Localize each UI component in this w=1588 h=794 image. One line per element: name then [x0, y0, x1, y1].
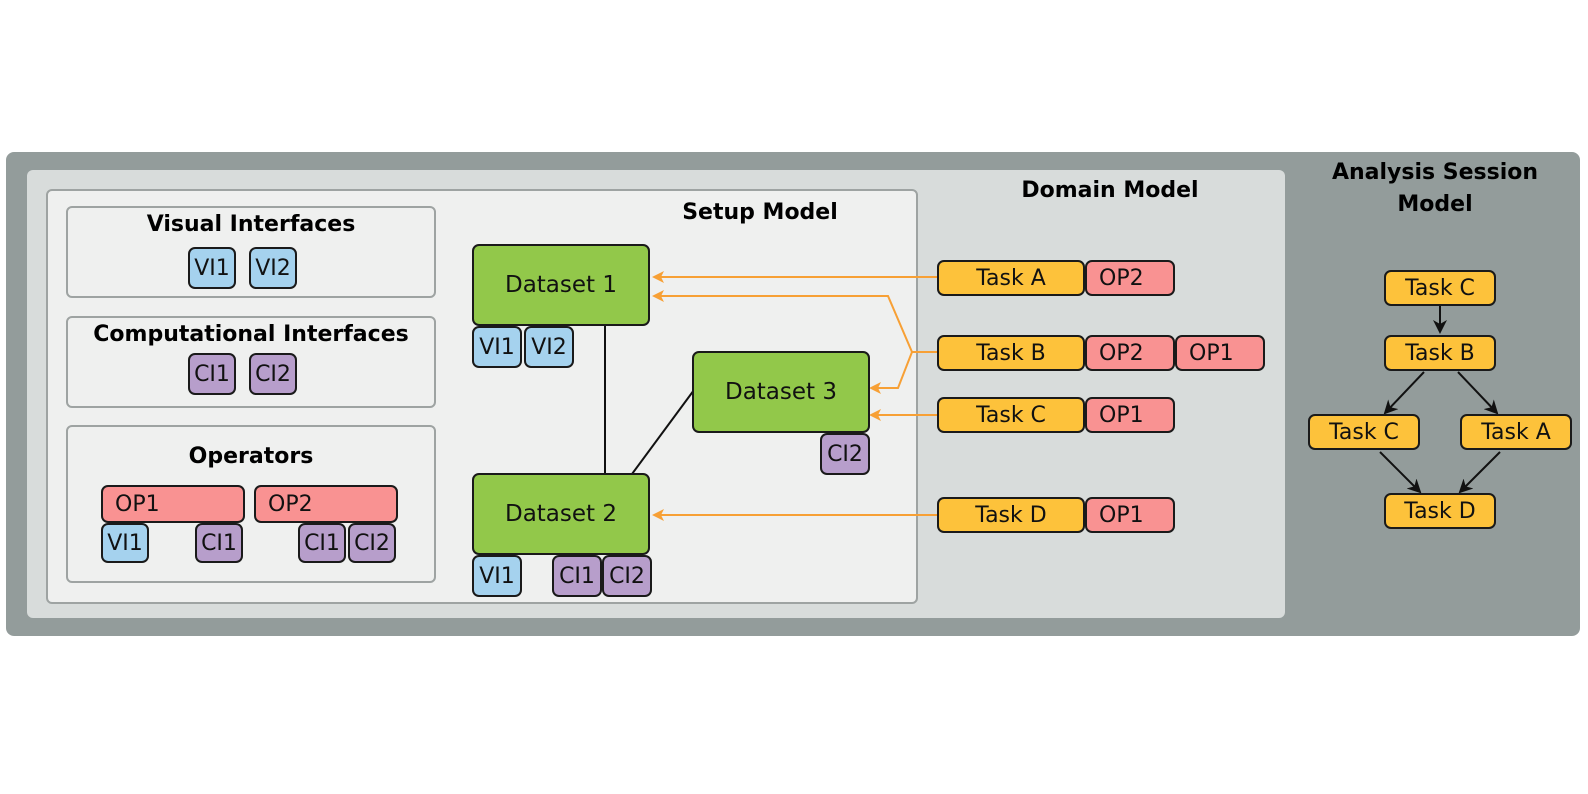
op2-ci2-chip: CI2: [348, 523, 396, 563]
task-c: Task C: [937, 397, 1085, 433]
task-b-op1: OP1: [1175, 335, 1265, 371]
computational-interfaces-title: Computational Interfaces: [93, 322, 409, 347]
session-node-task-d: Task D: [1384, 493, 1496, 529]
task-b-op2: OP2: [1085, 335, 1175, 371]
task-d: Task D: [937, 497, 1085, 533]
dataset2-ci1-chip: CI1: [552, 555, 602, 597]
session-node-task-b: Task B: [1384, 335, 1496, 371]
op1-vi1-chip: VI1: [101, 523, 149, 563]
dataset-2: Dataset 2: [472, 473, 650, 555]
domain-model-title: Domain Model: [1021, 178, 1199, 203]
visual-interfaces-title: Visual Interfaces: [146, 212, 356, 237]
dataset2-ci2-chip: CI2: [602, 555, 652, 597]
task-a: Task A: [937, 260, 1085, 296]
session-node-task-c-top: Task C: [1384, 270, 1496, 306]
ci1-chip: CI1: [188, 353, 236, 395]
dataset3-dataset2-link: [631, 389, 695, 475]
analysis-session-title-line2: Model: [1397, 192, 1473, 217]
vi1-chip: VI1: [188, 247, 236, 289]
session-edge-a-d: [1458, 451, 1501, 494]
dataset1-vi2-chip: VI2: [524, 326, 574, 368]
session-node-task-a: Task A: [1460, 414, 1572, 450]
session-node-task-c: Task C: [1308, 414, 1420, 450]
vi2-chip: VI2: [249, 247, 297, 289]
op2-ci1-chip: CI1: [298, 523, 346, 563]
ci2-chip: CI2: [249, 353, 297, 395]
operators-title: Operators: [188, 444, 314, 469]
session-edge-b-a: [1457, 371, 1499, 415]
dataset-1: Dataset 1: [472, 244, 650, 326]
task-d-op1: OP1: [1085, 497, 1175, 533]
op1-ci1-chip: CI1: [195, 523, 243, 563]
setup-model-title: Setup Model: [682, 200, 838, 225]
task-b: Task B: [937, 335, 1085, 371]
task-b-dataset1-link: [652, 290, 937, 353]
dataset-3: Dataset 3: [692, 351, 870, 433]
task-c-op1: OP1: [1085, 397, 1175, 433]
dataset1-vi1-chip: VI1: [472, 326, 522, 368]
session-edge-c-d: [1379, 451, 1422, 494]
task-b-dataset3-link: [869, 351, 913, 394]
dataset2-vi1-chip: VI1: [472, 555, 522, 597]
op2-operator: OP2: [254, 485, 398, 523]
task-a-op2: OP2: [1085, 260, 1175, 296]
op1-operator: OP1: [101, 485, 245, 523]
dataset3-ci2-chip: CI2: [820, 433, 870, 475]
session-edge-b-c: [1383, 371, 1425, 415]
analysis-session-title-line1: Analysis Session: [1331, 160, 1539, 185]
